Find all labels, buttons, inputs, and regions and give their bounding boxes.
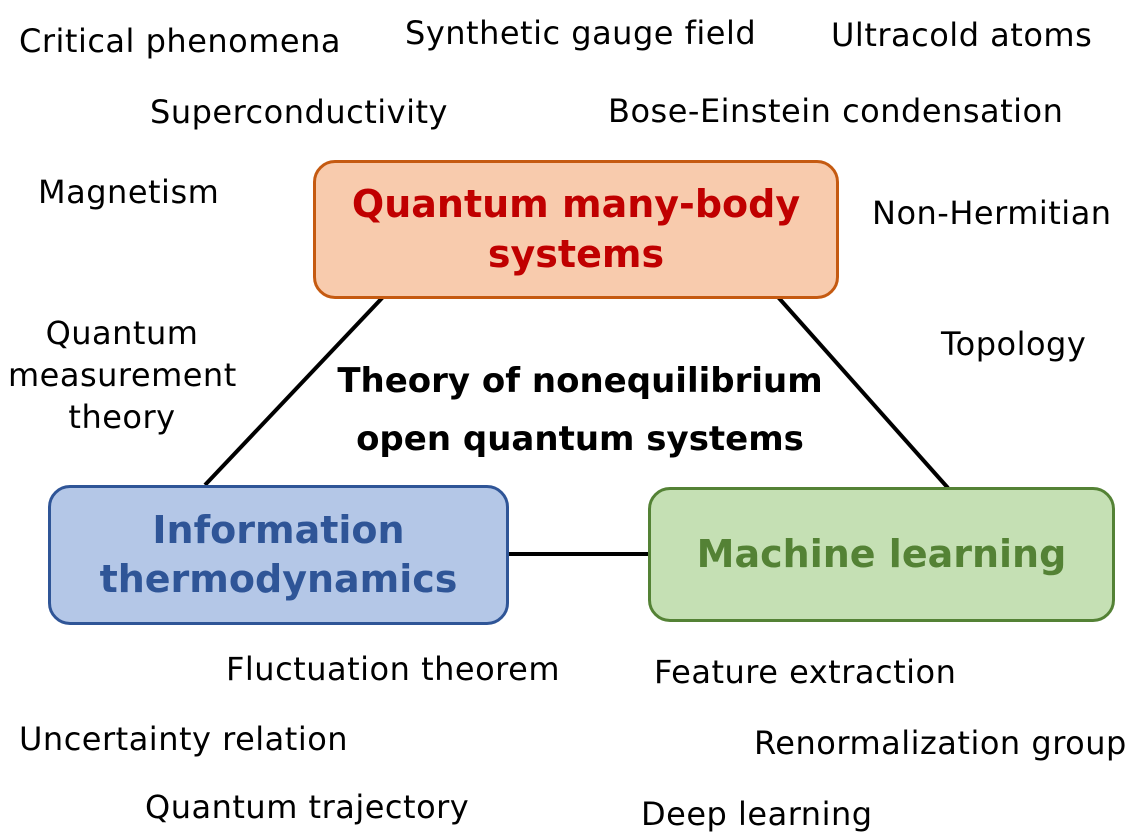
center-title: Theory of nonequilibrium open quantum sy… <box>300 353 860 469</box>
node-machine-learning-label: Machine learning <box>696 531 1067 576</box>
keyword-ultracold-atoms: Ultracold atoms <box>831 16 1093 54</box>
node-machine-learning: Machine learning <box>648 487 1115 622</box>
node-information-thermodynamics: Information thermodynamics <box>48 485 509 625</box>
keyword-quantum-measurement-line1: Quantum <box>45 314 199 352</box>
keyword-fluctuation-theorem: Fluctuation theorem <box>226 650 560 688</box>
node-quantum-many-body-systems: Quantum many-body systems <box>313 160 839 299</box>
keyword-topology: Topology <box>941 325 1087 363</box>
node-information-thermodynamics-line1: Information <box>152 507 405 552</box>
connector-qmb-to-ml <box>776 295 950 490</box>
node-quantum-many-body-line1: Quantum many-body <box>351 182 801 227</box>
keyword-feature-extraction: Feature extraction <box>654 653 957 691</box>
center-title-line2: open quantum systems <box>356 418 804 459</box>
keyword-renormalization-group: Renormalization group <box>754 724 1127 762</box>
keyword-superconductivity: Superconductivity <box>150 93 448 131</box>
node-quantum-many-body-line2: systems <box>487 231 665 276</box>
keyword-quantum-trajectory: Quantum trajectory <box>145 788 470 826</box>
connector-qmb-to-info <box>203 295 385 487</box>
node-information-thermodynamics-line2: thermodynamics <box>99 557 458 601</box>
keyword-quantum-measurement-theory: Quantum measurement theory <box>8 312 236 439</box>
center-title-line1: Theory of nonequilibrium <box>337 361 823 401</box>
keyword-synthetic-gauge-field: Synthetic gauge field <box>405 14 757 52</box>
keyword-deep-learning: Deep learning <box>641 795 873 833</box>
keyword-critical-phenomena: Critical phenomena <box>19 22 341 60</box>
keyword-uncertainty-relation: Uncertainty relation <box>19 720 349 758</box>
keyword-non-hermitian: Non-Hermitian <box>872 194 1112 232</box>
keyword-quantum-measurement-line2: measurement <box>8 356 237 395</box>
keyword-magnetism: Magnetism <box>38 173 220 211</box>
keyword-quantum-measurement-line3: theory <box>68 398 176 437</box>
keyword-bose-einstein-condensation: Bose-Einstein condensation <box>608 92 1064 130</box>
